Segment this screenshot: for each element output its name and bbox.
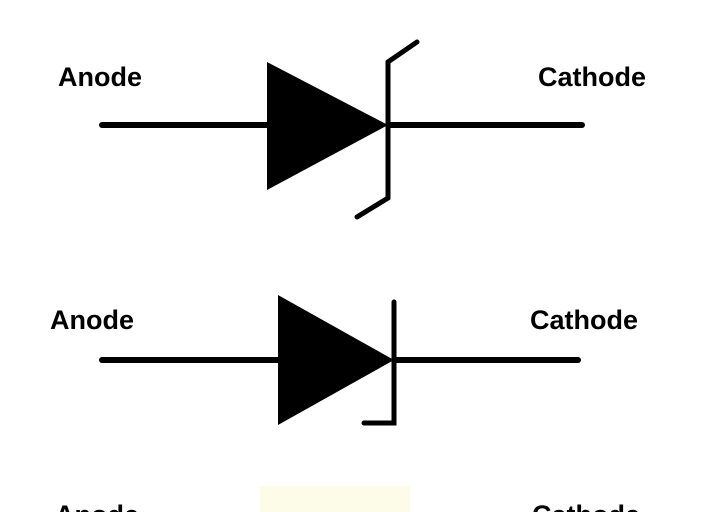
schottky-diode-symbol: Anode Cathode [50, 295, 638, 426]
zener-cathode-bar [354, 39, 420, 220]
diode-triangle [267, 62, 388, 190]
cathode-label: Cathode [530, 305, 638, 335]
diode-triangle [278, 295, 394, 425]
anode-label: Anode [58, 62, 142, 92]
anode-label: Anode [55, 500, 139, 512]
cathode-bar [361, 299, 397, 426]
anode-label: Anode [50, 305, 134, 335]
partial-diode-symbol: Anode Cathode [55, 486, 640, 512]
zener-diode-symbol: Anode Cathode [58, 39, 646, 220]
faint-symbol-area [260, 486, 410, 512]
cathode-label: Cathode [538, 62, 646, 92]
cathode-label: Cathode [532, 500, 640, 512]
